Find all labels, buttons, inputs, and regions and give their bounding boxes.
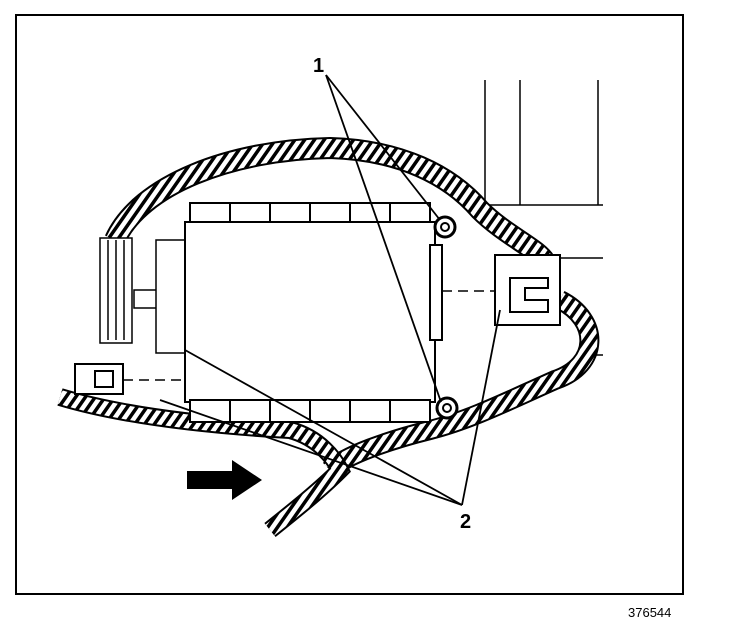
leader-lines xyxy=(159,74,501,506)
direction-arrow-icon xyxy=(187,460,262,500)
mounting-bolt-icon xyxy=(433,215,457,239)
figure-frame xyxy=(15,14,684,595)
electrical-connector-icon xyxy=(494,254,561,326)
callout-2: 2 xyxy=(460,511,471,533)
callout-1: 1 xyxy=(313,55,324,77)
mounting-bolt-icon xyxy=(435,396,459,420)
figure-number: 376544 xyxy=(628,605,671,620)
module-body xyxy=(184,202,443,423)
wiring-harness xyxy=(57,136,600,538)
electrical-connector-icon xyxy=(74,363,124,395)
left-bracket xyxy=(99,237,187,354)
